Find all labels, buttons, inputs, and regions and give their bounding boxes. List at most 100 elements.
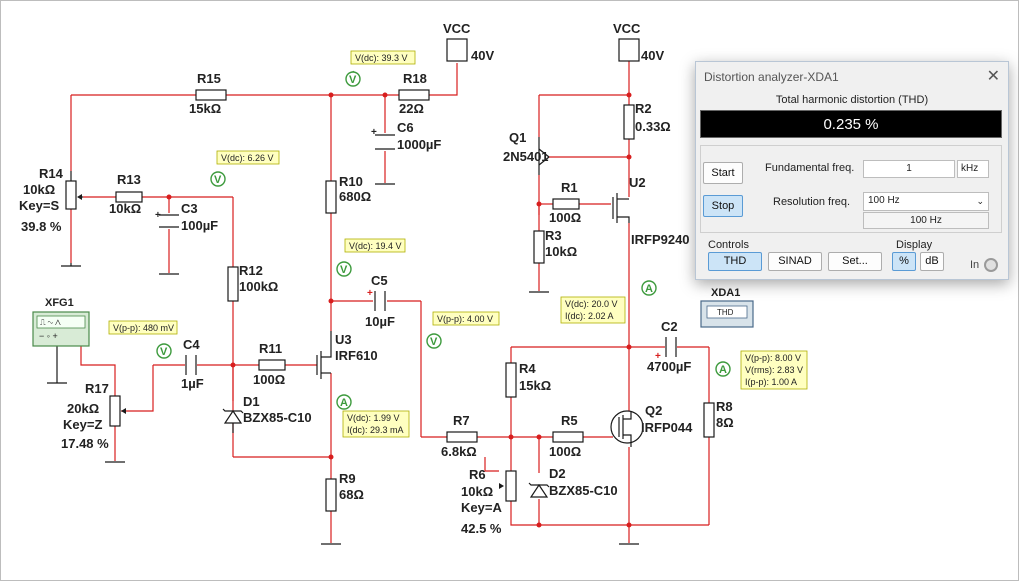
resistor-r10[interactable]: R10 680Ω <box>325 174 371 214</box>
probe-p1[interactable]: V(dc): 39.3 V V <box>345 50 416 87</box>
svg-text:I(dc): 2.02 A: I(dc): 2.02 A <box>565 311 614 321</box>
svg-text:V: V <box>160 346 168 358</box>
ground-symbols <box>47 183 639 545</box>
thd-button[interactable]: THD <box>708 252 762 271</box>
probe-p5[interactable]: V(p-p): 4.00 V V <box>426 311 500 349</box>
svg-text:6.8kΩ: 6.8kΩ <box>441 444 477 459</box>
distortion-analyzer-window[interactable]: Distortion analyzer-XDA1 ✕ Total harmoni… <box>695 61 1009 280</box>
resistor-r12[interactable]: R12 100kΩ <box>227 263 278 302</box>
svg-text:V: V <box>214 174 222 186</box>
mosfet-u2[interactable]: U2 IRFP9240 <box>612 175 690 247</box>
resistor-r13[interactable]: R13 10kΩ <box>109 172 143 216</box>
transistor-q1[interactable]: Q1 2N5401 <box>503 130 550 175</box>
svg-text:BZX85-C10: BZX85-C10 <box>243 410 312 425</box>
probe-p8[interactable]: V(p-p): 8.00 V V(rms): 2.83 V I(p-p): 1.… <box>715 350 808 390</box>
zener-diode-d2[interactable]: D2 BZX85-C10 <box>528 466 618 498</box>
svg-text:V(p-p): 480 mV: V(p-p): 480 mV <box>113 323 174 333</box>
resistor-r9[interactable]: R9 68Ω <box>325 471 364 512</box>
svg-text:D2: D2 <box>549 466 566 481</box>
probe-p4[interactable]: V(p-p): 480 mV V <box>108 320 178 359</box>
db-button[interactable]: dB <box>920 252 944 271</box>
window-title: Distortion analyzer-XDA1 <box>704 70 839 84</box>
mosfet-u3[interactable]: U3 IRF610 <box>316 331 378 379</box>
svg-text:R2: R2 <box>635 101 652 116</box>
svg-text:XFG1: XFG1 <box>45 297 74 309</box>
svg-text:+: + <box>655 351 661 362</box>
set-button[interactable]: Set... <box>828 252 882 271</box>
percent-button[interactable]: % <box>892 252 916 271</box>
svg-text:V(dc): 20.0 V: V(dc): 20.0 V <box>565 299 618 309</box>
svg-text:C6: C6 <box>397 120 414 135</box>
resistor-r3[interactable]: R3 10kΩ <box>533 228 577 264</box>
resistor-r18[interactable]: R18 22Ω <box>398 71 430 116</box>
start-button[interactable]: Start <box>703 162 743 184</box>
svg-text:Q2: Q2 <box>645 403 662 418</box>
capacitor-c6[interactable]: + C6 1000µF <box>371 120 441 152</box>
resistor-r8[interactable]: R8 8Ω <box>703 399 734 438</box>
input-terminal-icon[interactable] <box>984 258 998 272</box>
wires <box>70 61 710 543</box>
mosfet-q2[interactable]: Q2 IRFP044 <box>610 403 693 447</box>
svg-text:U2: U2 <box>629 175 646 190</box>
resistor-r11[interactable]: R11 100Ω <box>253 341 286 387</box>
resistor-r7[interactable]: R7 6.8kΩ <box>441 413 478 459</box>
svg-text:10kΩ: 10kΩ <box>109 201 141 216</box>
capacitor-c4[interactable]: C4 1µF <box>181 337 204 391</box>
resistor-r15[interactable]: R15 15kΩ <box>189 71 227 116</box>
svg-text:10kΩ: 10kΩ <box>461 484 493 499</box>
function-generator-xfg1[interactable]: ⎍ ∿ ⋀ − ◦ + XFG1 <box>32 297 90 347</box>
svg-text:17.48 %: 17.48 % <box>61 436 109 451</box>
capacitor-c2[interactable]: + C2 4700µF <box>647 319 691 374</box>
svg-text:8Ω: 8Ω <box>716 415 734 430</box>
svg-text:2N5401: 2N5401 <box>503 149 549 164</box>
stop-button[interactable]: Stop <box>703 195 743 217</box>
svg-text:100Ω: 100Ω <box>549 444 581 459</box>
potentiometer-r17[interactable]: R17 20kΩ Key=Z 17.48 % <box>61 381 126 451</box>
resistor-r2[interactable]: R2 0.33Ω <box>623 101 671 140</box>
potentiometer-r14[interactable]: R14 10kΩ Key=S 39.8 % <box>19 166 83 234</box>
fundamental-freq-unit[interactable]: kHz <box>957 160 989 178</box>
svg-text:100µF: 100µF <box>181 218 218 233</box>
svg-text:+: + <box>371 127 377 138</box>
svg-text:A: A <box>645 283 653 295</box>
resistor-r5[interactable]: R5 100Ω <box>549 413 584 459</box>
fundamental-freq-input[interactable]: 1 <box>863 160 955 178</box>
svg-text:R5: R5 <box>561 413 578 428</box>
potentiometer-r6[interactable]: R6 10kΩ Key=A 42.5 % <box>461 467 517 536</box>
resistor-r4[interactable]: R4 15kΩ <box>505 361 551 398</box>
svg-text:R9: R9 <box>339 471 356 486</box>
svg-text:R7: R7 <box>453 413 470 428</box>
vcc-left[interactable]: VCC 40V <box>443 21 494 63</box>
svg-text:Q1: Q1 <box>509 130 526 145</box>
resistor-r1[interactable]: R1 100Ω <box>549 180 581 225</box>
display-label: Display <box>896 239 933 251</box>
svg-text:R10: R10 <box>339 174 363 189</box>
svg-text:V: V <box>430 336 438 348</box>
svg-text:A: A <box>719 364 727 376</box>
probe-p2[interactable]: V(dc): 6.26 V V <box>210 150 280 187</box>
svg-text:39.8 %: 39.8 % <box>21 219 62 234</box>
probe-p7[interactable]: V(dc): 20.0 V I(dc): 2.02 A A <box>560 280 657 324</box>
svg-text:I(dc): 29.3 mA: I(dc): 29.3 mA <box>347 425 404 435</box>
svg-text:Key=S: Key=S <box>19 198 59 213</box>
svg-text:40V: 40V <box>641 48 664 63</box>
fundamental-freq-label: Fundamental freq. <box>765 162 855 174</box>
capacitor-c5[interactable]: + C5 10µF <box>365 273 395 329</box>
close-icon[interactable]: ✕ <box>986 68 1000 85</box>
zener-diode-d1[interactable]: D1 BZX85-C10 <box>222 394 312 433</box>
svg-text:+: + <box>367 288 373 299</box>
capacitor-c3[interactable]: + C3 100µF <box>155 201 218 233</box>
svg-text:C3: C3 <box>181 201 198 216</box>
resolution-freq-select[interactable]: 100 Hz ⌄ <box>863 192 989 211</box>
sinad-button[interactable]: SINAD <box>768 252 822 271</box>
svg-text:15kΩ: 15kΩ <box>519 378 551 393</box>
probe-p3[interactable]: V(dc): 19.4 V V <box>336 238 406 277</box>
vcc-right[interactable]: VCC 40V <box>613 21 664 63</box>
probe-p6[interactable]: V(dc): 1.99 V I(dc): 29.3 mA A <box>336 394 410 438</box>
distortion-analyzer-xda1[interactable]: THD XDA1 <box>700 287 754 328</box>
svg-text:0.33Ω: 0.33Ω <box>635 119 671 134</box>
svg-text:+: + <box>155 210 161 221</box>
svg-text:⎍ ∿ ⋀: ⎍ ∿ ⋀ <box>40 318 61 327</box>
